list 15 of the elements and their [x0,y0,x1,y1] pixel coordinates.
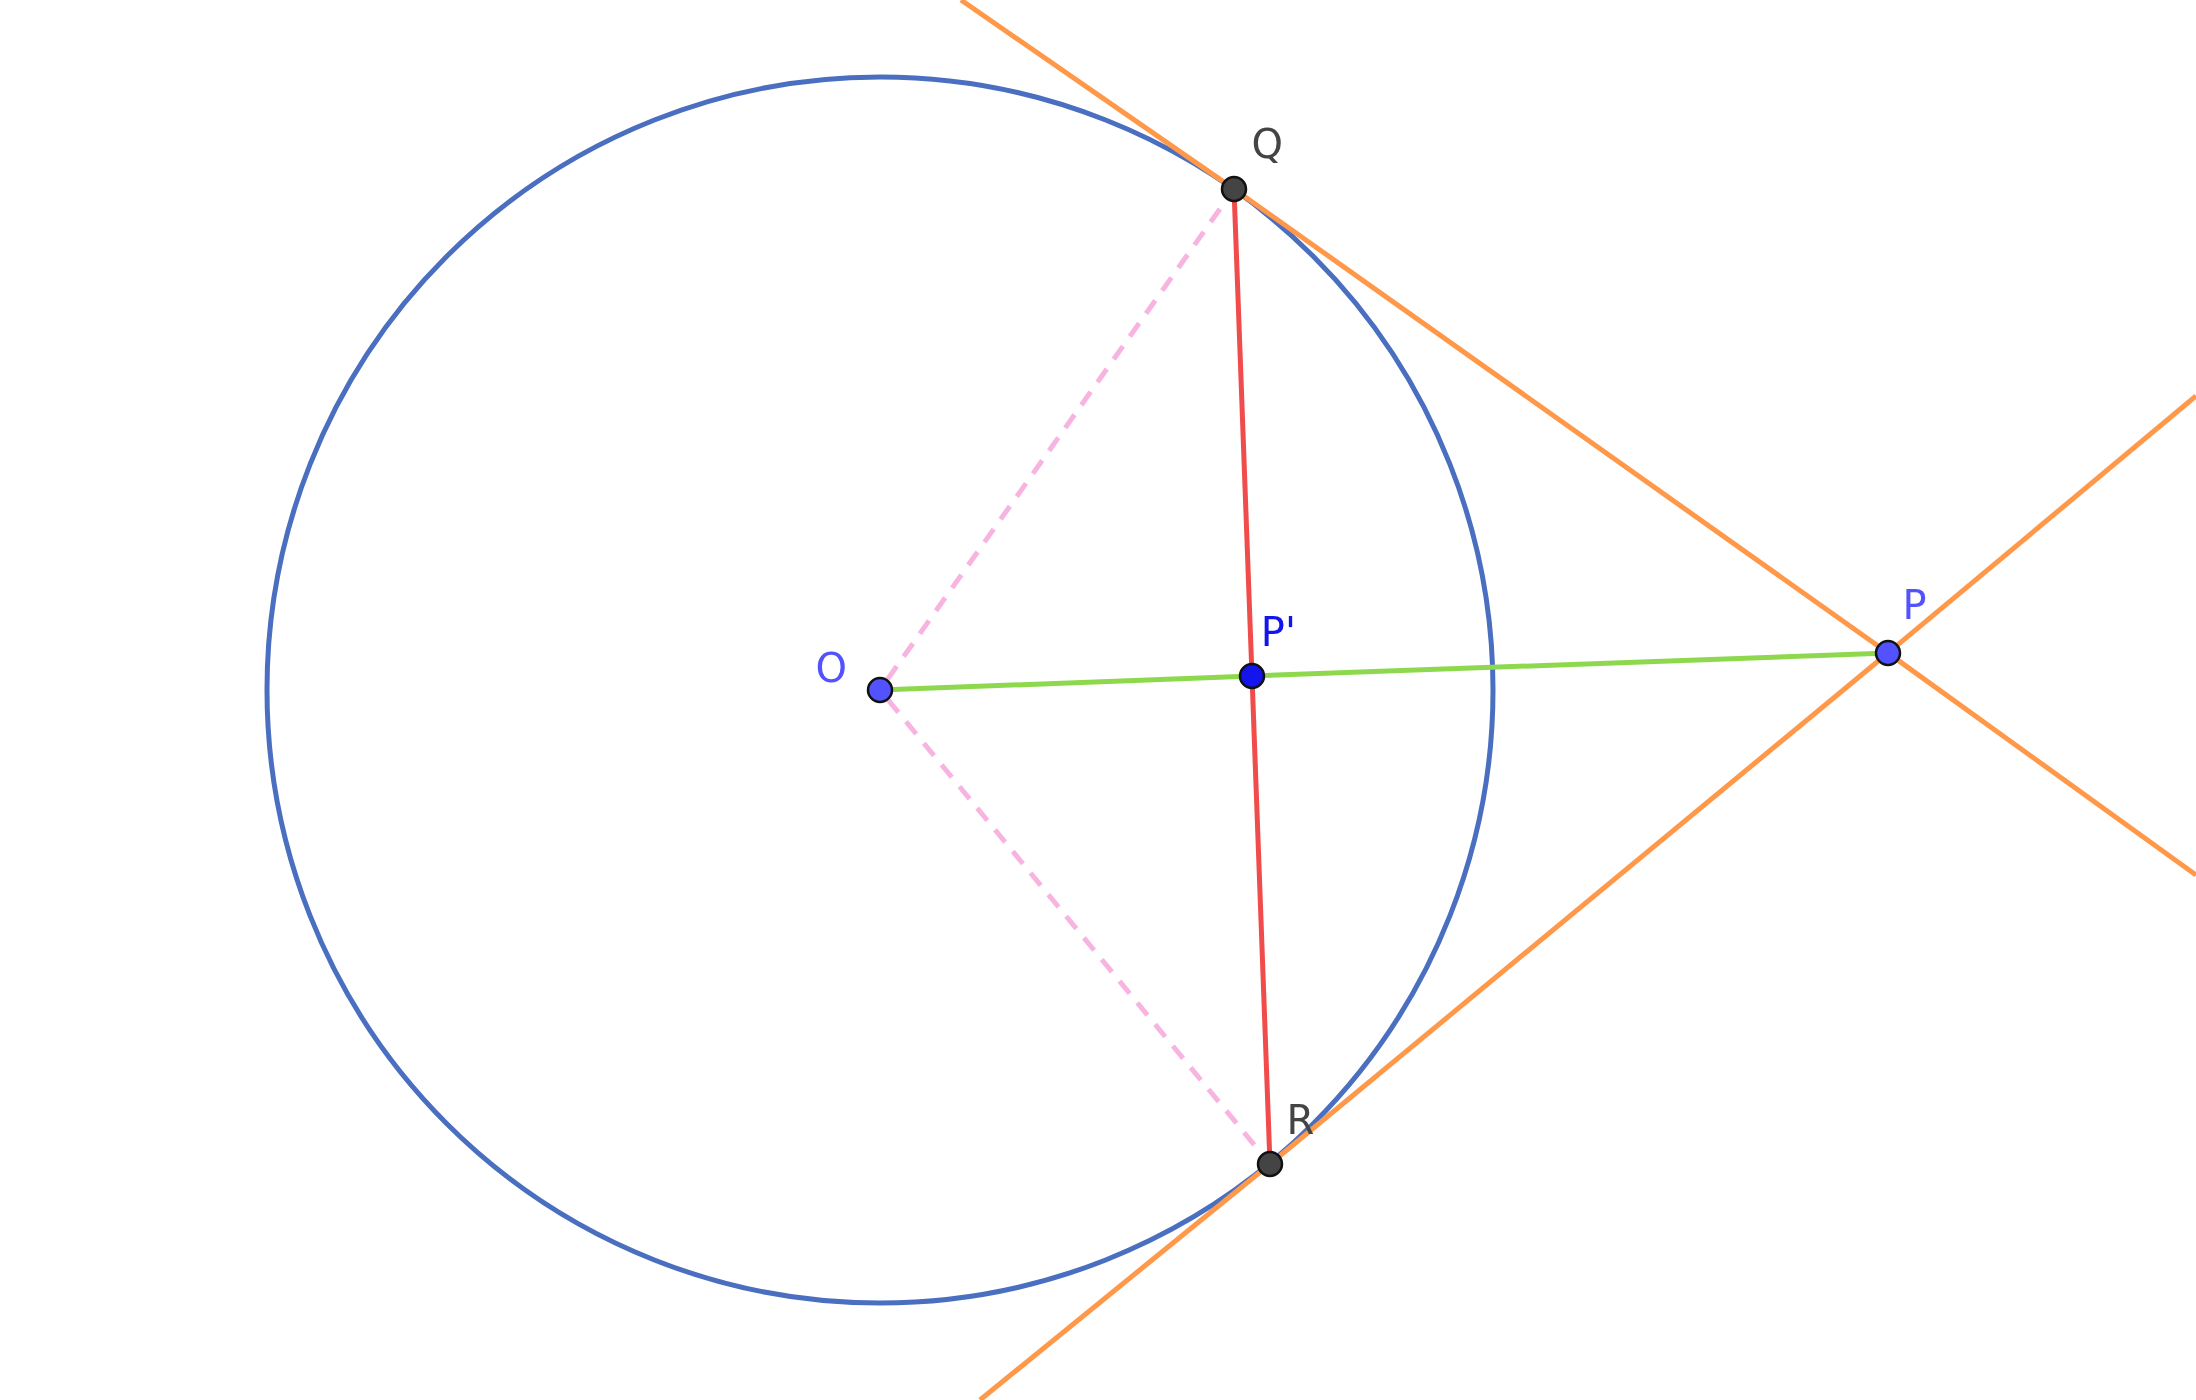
line-segment [892,674,1240,692]
line-segment [1250,688,1272,1152]
point-label: Q [1251,124,1283,164]
point-label: R [1286,1100,1315,1140]
line-segment [1896,394,2196,647]
point-label: P' [1260,612,1296,652]
line-segment [1897,658,2196,878]
line-segment [959,0,1225,184]
point-label: P [1902,585,1927,625]
line-segment [1264,650,1876,679]
line-segment [978,1170,1262,1400]
line-segment [1243,194,1879,648]
line-segment [1278,659,1880,1158]
point-label: O [815,648,847,688]
line-segment [1232,201,1254,664]
